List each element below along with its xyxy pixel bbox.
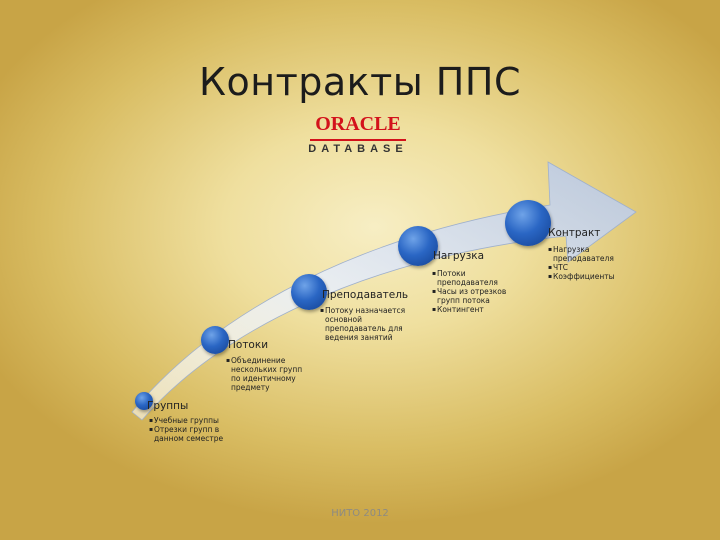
oracle-database-logo: ORACLE DATABASE	[296, 113, 420, 159]
stage-label-teacher: Преподаватель	[322, 289, 409, 301]
stage-list-groups: Учебные группы Отрезки групп в данном се…	[149, 416, 227, 443]
list-item: Объединение нескольких групп по идентичн…	[226, 356, 308, 392]
stage-node-streams	[201, 326, 229, 354]
logo-product: DATABASE	[308, 143, 408, 155]
slide-footer: НИТО 2012	[331, 508, 389, 519]
list-item: Нагрузка преподавателя	[548, 245, 632, 263]
stage-list-streams: Объединение нескольких групп по идентичн…	[226, 356, 308, 392]
stage-node-workload	[398, 226, 438, 266]
list-item: Контингент	[432, 305, 522, 314]
slide-title: Контракты ППС	[199, 60, 521, 104]
logo-divider	[310, 139, 406, 141]
stage-label-streams: Потоки	[228, 339, 269, 351]
stage-node-groups	[135, 392, 153, 410]
list-item: ЧТС	[548, 263, 632, 272]
list-item: Коэффициенты	[548, 272, 632, 281]
stage-list-contract: Нагрузка преподавателя ЧТС Коэффициенты	[548, 245, 632, 281]
stage-label-workload: Нагрузка	[433, 250, 485, 262]
stage-node-contract	[505, 200, 551, 246]
stage-label-contract: Контракт	[548, 227, 601, 239]
list-item: Отрезки групп в данном семестре	[149, 425, 227, 443]
stage-node-teacher	[291, 274, 327, 310]
list-item: Потоки преподавателя	[432, 269, 522, 287]
list-item: Учебные группы	[149, 416, 227, 425]
stage-list-teacher: Потоку назначается основной преподавател…	[320, 306, 412, 342]
stage-label-groups: Группы	[147, 400, 189, 412]
logo-brand: ORACLE	[315, 113, 401, 135]
list-item: Часы из отрезков групп потока	[432, 287, 522, 305]
stage-list-workload: Потоки преподавателя Часы из отрезков гр…	[432, 269, 522, 314]
list-item: Потоку назначается основной преподавател…	[320, 306, 412, 342]
